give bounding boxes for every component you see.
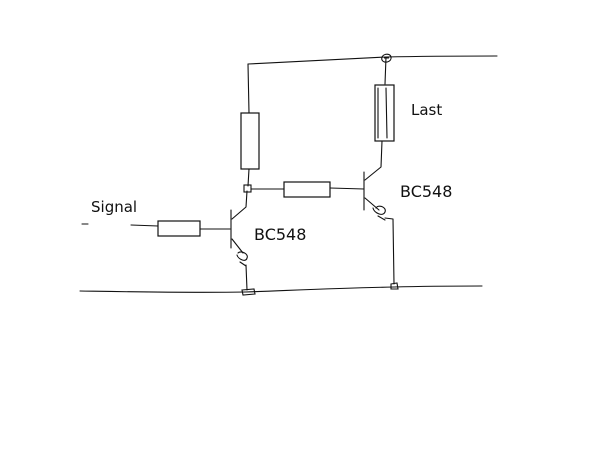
transistor-1-label: BC548: [254, 225, 307, 244]
r2-to-base-wire: [329, 187, 365, 190]
ground-junction-1: [241, 288, 256, 296]
transistor-2-emitter-arrow: [372, 205, 386, 221]
supply-rail-wire: [247, 55, 498, 65]
transistor-2-collector-lead: [364, 140, 383, 181]
load-top-wire: [384, 56, 387, 85]
signal-input-wire: [130, 224, 159, 227]
collector-resistor-1-bottom-wire: [247, 168, 250, 187]
load-label: Last: [411, 101, 443, 119]
ground-junction-2: [390, 282, 399, 290]
load-hatch: [377, 87, 388, 139]
load-resistor: [374, 84, 395, 142]
transistor-1-emitter-to-ground: [245, 264, 248, 291]
transistor-1-emitter-arrow: [236, 251, 248, 267]
transistor-2-emitter-lead: [364, 197, 380, 211]
signal-input-label: Signal: [91, 198, 138, 216]
transistor-1-emitter-lead: [231, 238, 244, 254]
supply-junction: [381, 53, 392, 63]
collector-resistor-1: [240, 112, 260, 170]
transistor-1-collector-lead: [231, 190, 248, 220]
base-resistor-2: [283, 181, 331, 198]
transistor-2-label: BC548: [400, 182, 453, 201]
base-resistor-1: [157, 220, 201, 237]
collector-resistor-1-top-wire: [247, 63, 250, 114]
ground-rail-wire: [79, 285, 483, 293]
transistor-2-emitter-wire: [384, 217, 395, 285]
